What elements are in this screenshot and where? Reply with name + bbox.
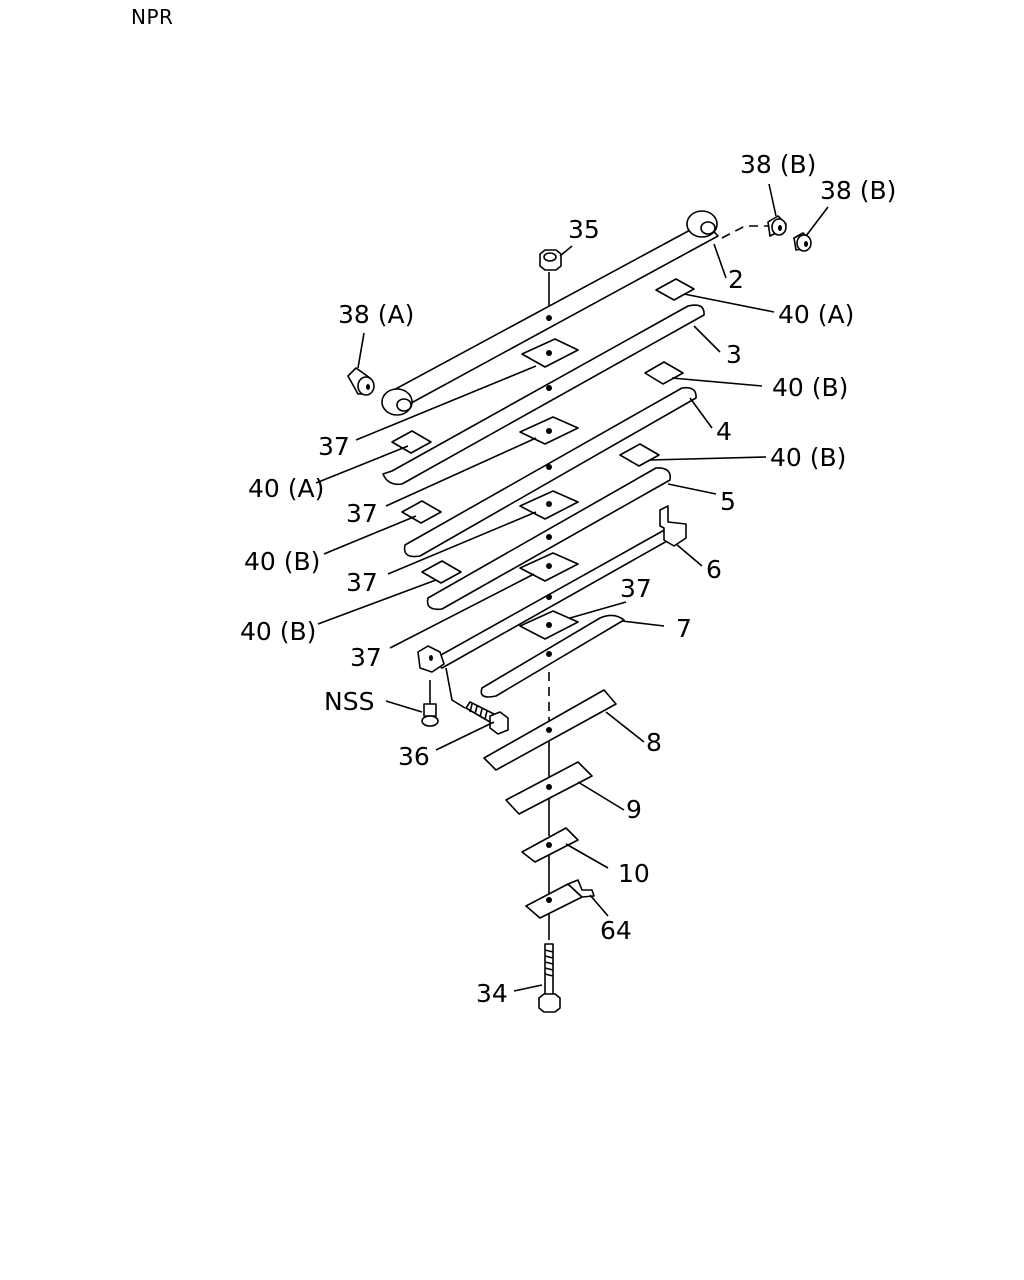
bolt-nss	[421, 680, 439, 727]
label-37-5: 37	[350, 643, 382, 672]
label-5: 5	[720, 487, 736, 516]
label-3: 3	[726, 340, 742, 369]
leaf-3	[382, 304, 705, 486]
bushing-38b-1	[767, 215, 787, 237]
label-7: 7	[676, 614, 692, 643]
label-40b-right-1: 40 (B)	[772, 373, 848, 402]
label-40a-right: 40 (A)	[778, 300, 854, 329]
bolt-36	[465, 701, 509, 735]
plate-9	[505, 761, 593, 815]
main-leaf-2	[381, 210, 770, 416]
label-64: 64	[600, 916, 632, 945]
label-40b-left-1: 40 (B)	[244, 547, 320, 576]
liner-40a-right	[655, 278, 695, 301]
label-35: 35	[568, 215, 600, 244]
leaf-4	[403, 386, 697, 558]
label-36: 36	[398, 742, 430, 771]
page-title: NPR	[131, 5, 174, 29]
label-37-3: 37	[346, 568, 378, 597]
label-40a-left: 40 (A)	[248, 474, 324, 503]
label-40b-left-2: 40 (B)	[240, 617, 316, 646]
bushing-38b-2	[793, 232, 812, 252]
label-4: 4	[716, 417, 732, 446]
liner-40b-right-1	[644, 361, 684, 385]
label-34: 34	[476, 979, 508, 1008]
leaf-7	[480, 610, 625, 698]
plate-8	[483, 689, 617, 771]
label-38a: 38 (A)	[338, 300, 414, 329]
liner-40a-left	[391, 430, 432, 454]
label-2: 2	[728, 265, 744, 294]
nut-35	[539, 249, 562, 271]
bracket-64	[525, 879, 595, 919]
leaf-5	[426, 467, 672, 611]
label-38b-1: 38 (B)	[740, 150, 816, 179]
plate-10	[521, 827, 579, 863]
label-6: 6	[706, 555, 722, 584]
label-8: 8	[646, 728, 662, 757]
part-labels: 38 (B) 38 (B) 35 2 40 (A) 38 (A) 3 40 (B…	[240, 150, 896, 1008]
label-9: 9	[626, 795, 642, 824]
label-37-1: 37	[318, 432, 350, 461]
label-nss: NSS	[324, 687, 374, 716]
liner-40b-right-2	[619, 443, 660, 467]
bolt-34	[538, 943, 561, 1013]
leader-lines	[315, 183, 829, 992]
label-38b-2: 38 (B)	[820, 176, 896, 205]
label-37-2: 37	[346, 499, 378, 528]
leaf-6	[417, 505, 687, 709]
liner-40b-left-2	[421, 560, 462, 584]
bushing-38a	[347, 367, 375, 396]
label-37-4: 37	[620, 574, 652, 603]
label-40b-right-2: 40 (B)	[770, 443, 846, 472]
label-10: 10	[618, 859, 650, 888]
